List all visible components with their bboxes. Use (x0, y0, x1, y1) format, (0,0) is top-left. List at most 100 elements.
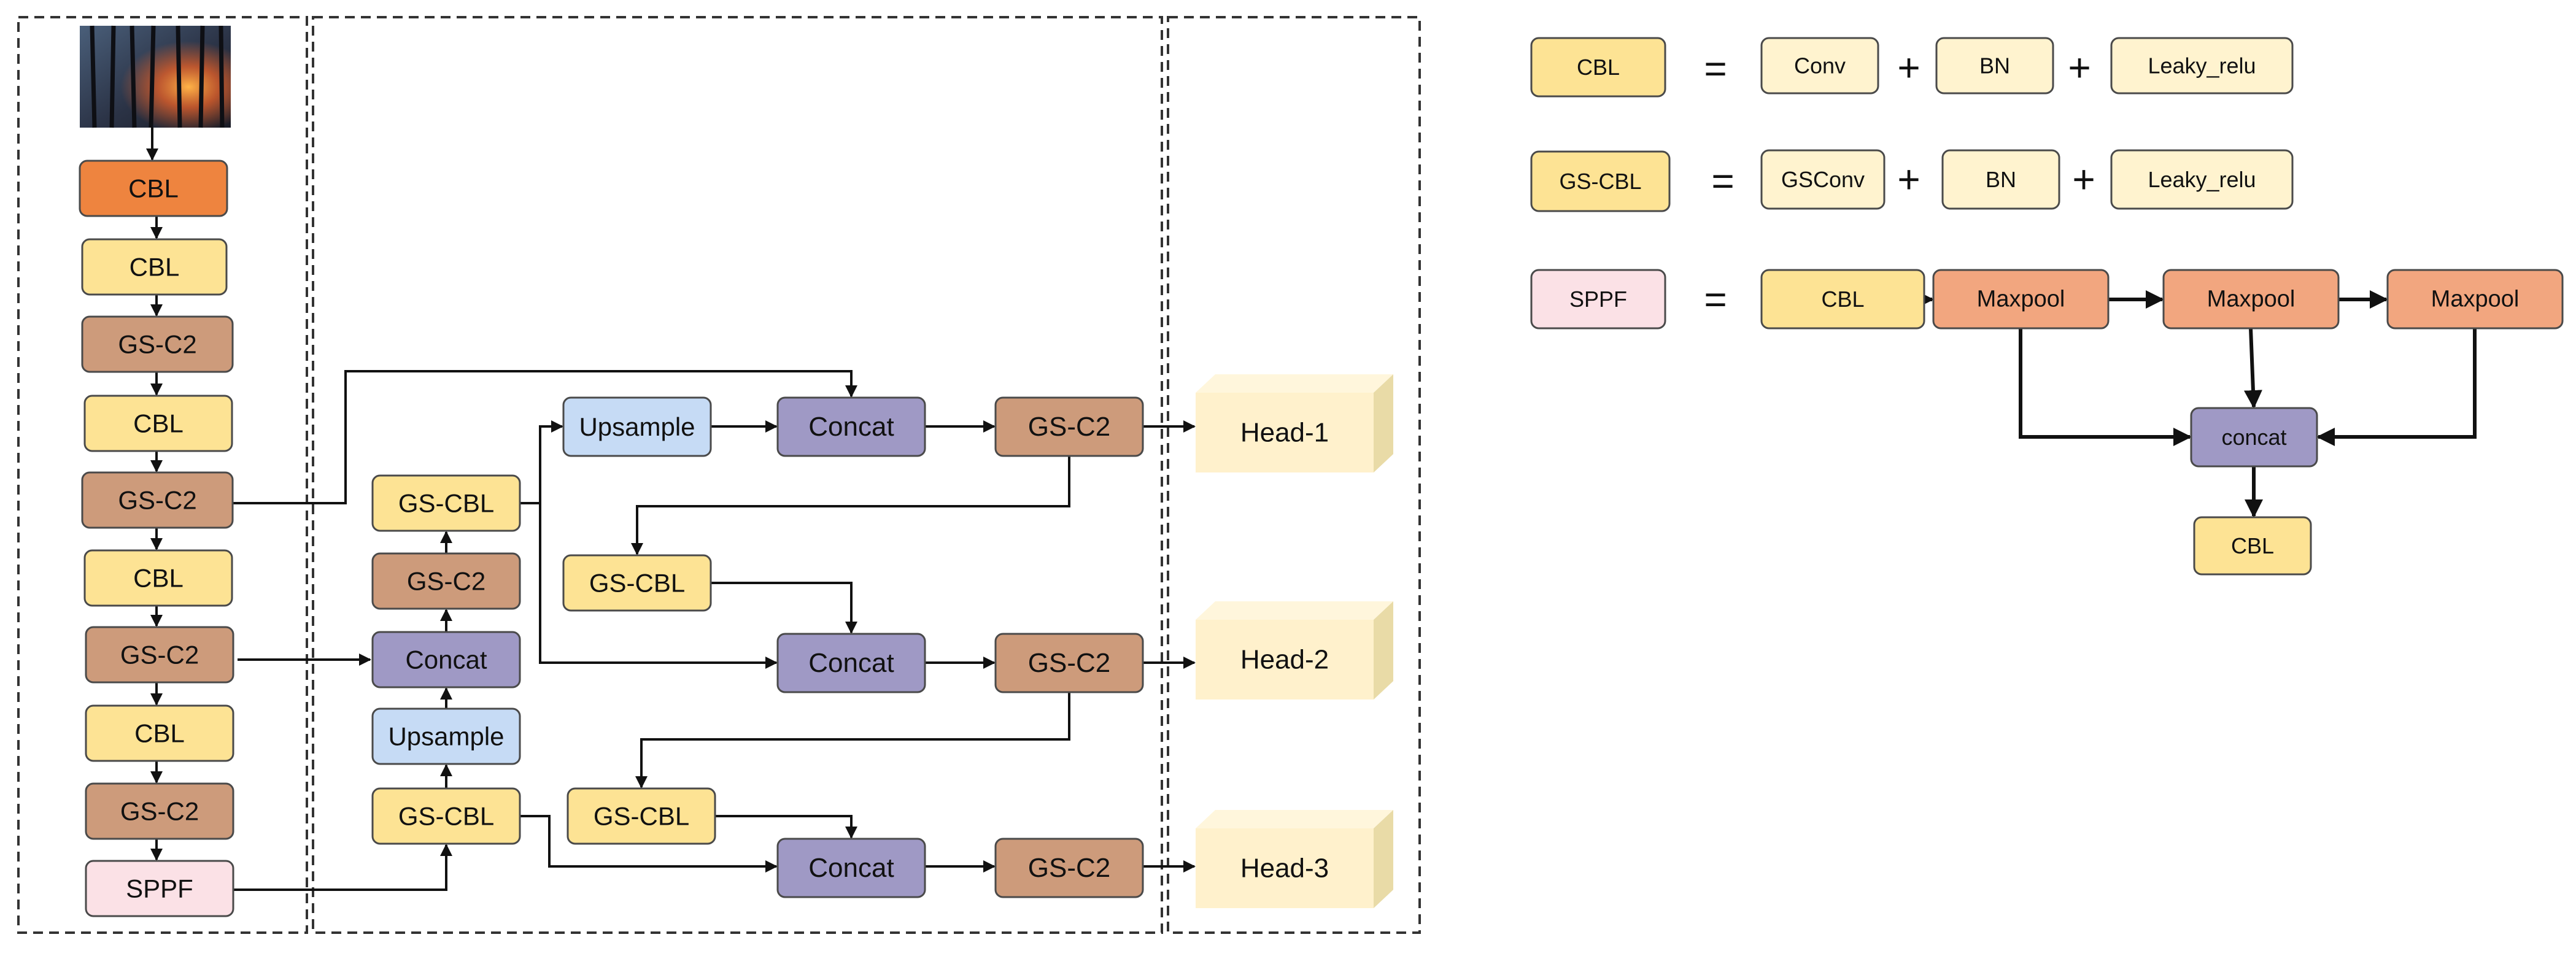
legend-leaky-2-label: Leaky_relu (2148, 167, 2256, 192)
legend-leaky-1-label: Leaky_relu (2148, 53, 2256, 79)
backbone-1-cbl: CBL (79, 160, 228, 217)
backbone-10-sppf-label: SPPF (126, 874, 193, 903)
concat-2-label: Concat (808, 648, 894, 678)
edge-gsc2-1-to-gscbl-mid (631, 456, 1070, 555)
backbone-7-gs-c2: GS-C2 (85, 626, 234, 684)
gscbl-mid-label: GS-CBL (589, 569, 685, 598)
legend-bn-2-label: BN (1986, 167, 2016, 192)
gscbl-low: GS-CBL (567, 787, 716, 845)
backbone-5-gs-c2-label: GS-C2 (118, 486, 196, 515)
gscbl-mid: GS-CBL (562, 554, 712, 612)
head-3-label: Head-3 (1240, 854, 1329, 884)
backbone-8-cbl: CBL (85, 704, 234, 762)
neck-column-2: GS-C2 (371, 552, 521, 610)
neck-column-4-label: Upsample (388, 722, 504, 751)
legend-cbl-equals: = (1704, 47, 1727, 91)
legend-maxpool-3-label: Maxpool (2431, 287, 2520, 312)
legend-gscbl-equals: = (1711, 159, 1734, 203)
backbone-1-cbl-label: CBL (128, 174, 179, 203)
legend-sppf-equals: = (1704, 277, 1727, 322)
backbone-4-cbl: CBL (83, 395, 233, 452)
edge-sppf-to-neck-gscbl (233, 844, 452, 891)
edge-gscbl-to-upsample (520, 420, 563, 504)
backbone-6-cbl-label: CBL (133, 564, 184, 593)
legend-concat: concat (2190, 407, 2318, 468)
legend-edge-maxpool-1-concat (2019, 328, 2192, 446)
connectors (146, 128, 2477, 891)
legend-maxpool-2: Maxpool (2162, 269, 2340, 330)
head-frame (1167, 16, 1421, 934)
upsample-top: Upsample (562, 396, 712, 457)
head-2: Head-2 (1196, 601, 1393, 700)
legend-sppf-label: SPPF (1569, 287, 1627, 312)
legend-sppf: SPPF (1530, 269, 1666, 330)
backbone-6-cbl: CBL (83, 549, 233, 607)
backbone-9-gs-c2-label: GS-C2 (120, 797, 199, 826)
backbone-5-gs-c2: GS-C2 (81, 471, 234, 529)
legend-cbl-label: CBL (1577, 55, 1620, 80)
gsc2-out-3-label: GS-C2 (1028, 853, 1110, 883)
neck-frame (312, 16, 1163, 934)
backbone-frame (17, 16, 308, 934)
legend-sppf-cbl: CBL (1760, 269, 1925, 330)
legend-out-cbl-label: CBL (2231, 533, 2274, 558)
legend-sppf-cbl-label: CBL (1821, 287, 1864, 312)
concat-3: Concat (776, 838, 926, 898)
neck-column-5: GS-CBL (371, 787, 521, 845)
edge-gscbl-mid-to-concat-2 (711, 582, 857, 634)
backbone-10-sppf: SPPF (85, 860, 234, 917)
backbone-2-cbl-label: CBL (130, 253, 180, 282)
legend-conv: Conv (1760, 37, 1879, 94)
section-frames (17, 16, 1421, 934)
backbone-8-cbl-label: CBL (134, 719, 185, 748)
neck-column-5-label: GS-CBL (398, 802, 494, 831)
edge-gscbl-to-concat-2 (539, 503, 778, 669)
legend-maxpool-2-label: Maxpool (2207, 287, 2296, 312)
edge-gscbl-low-to-concat-3 (715, 815, 857, 839)
neck-column-1: GS-CBL (371, 474, 521, 532)
legend-bn-1: BN (1935, 37, 2054, 94)
neck-column-2-label: GS-C2 (407, 567, 485, 596)
legend-leaky-2: Leaky_relu (2110, 149, 2294, 210)
concat-3-label: Concat (808, 853, 894, 883)
gsc2-out-2: GS-C2 (994, 633, 1144, 693)
edge-backbone-gsc2-to-concat-1 (233, 370, 857, 504)
gsc2-out-1: GS-C2 (994, 396, 1144, 457)
legend-maxpool-1-label: Maxpool (1977, 287, 2065, 312)
neck-column-3-label: Concat (405, 646, 487, 674)
upsample-top-label: Upsample (579, 412, 695, 441)
backbone-3-gs-c2: GS-C2 (81, 315, 234, 373)
legend-cbl-plus-2: + (2068, 45, 2091, 90)
edge-gsc2-2-to-gscbl-low (635, 692, 1070, 788)
concat-1: Concat (776, 396, 926, 457)
backbone-2-cbl: CBL (81, 238, 228, 296)
legend-concat-label: concat (2221, 425, 2286, 450)
diagram-nodes: CBLCBLGS-C2CBLGS-C2CBLGS-C2CBLGS-C2SPPFG… (79, 37, 2564, 917)
legend-edge-maxpool-3-concat (2316, 328, 2477, 446)
input-image (80, 25, 231, 128)
legend-edge-maxpool-2-concat (2243, 328, 2262, 409)
head-3: Head-3 (1196, 810, 1393, 908)
legend-conv-label: Conv (1794, 53, 1846, 79)
neck-column-3: Concat (371, 631, 521, 688)
legend-out-cbl: CBL (2193, 516, 2312, 576)
legend-cbl-plus-1: + (1897, 45, 1920, 90)
legend-cbl: CBL (1530, 37, 1666, 98)
backbone-4-cbl-label: CBL (133, 409, 184, 438)
gsc2-out-1-label: GS-C2 (1028, 412, 1110, 442)
concat-1-label: Concat (808, 412, 894, 442)
neck-column-1-label: GS-CBL (398, 489, 494, 518)
gscbl-low-label: GS-CBL (594, 802, 689, 831)
neck-column-4: Upsample (371, 707, 521, 765)
head-1-label: Head-1 (1240, 418, 1329, 448)
legend-leaky-1: Leaky_relu (2110, 37, 2294, 94)
gsc2-out-3: GS-C2 (994, 838, 1144, 898)
legend-gsconv: GSConv (1760, 149, 1886, 210)
legend-bn-2: BN (1941, 149, 2060, 210)
legend-gsconv-label: GSConv (1781, 167, 1865, 192)
legend-gscbl-plus-2: + (2072, 157, 2095, 201)
edge-neck-gscbl-to-concat-3 (520, 815, 778, 873)
legend-gscbl-plus-1: + (1897, 157, 1920, 201)
gsc2-out-2-label: GS-C2 (1028, 648, 1110, 678)
